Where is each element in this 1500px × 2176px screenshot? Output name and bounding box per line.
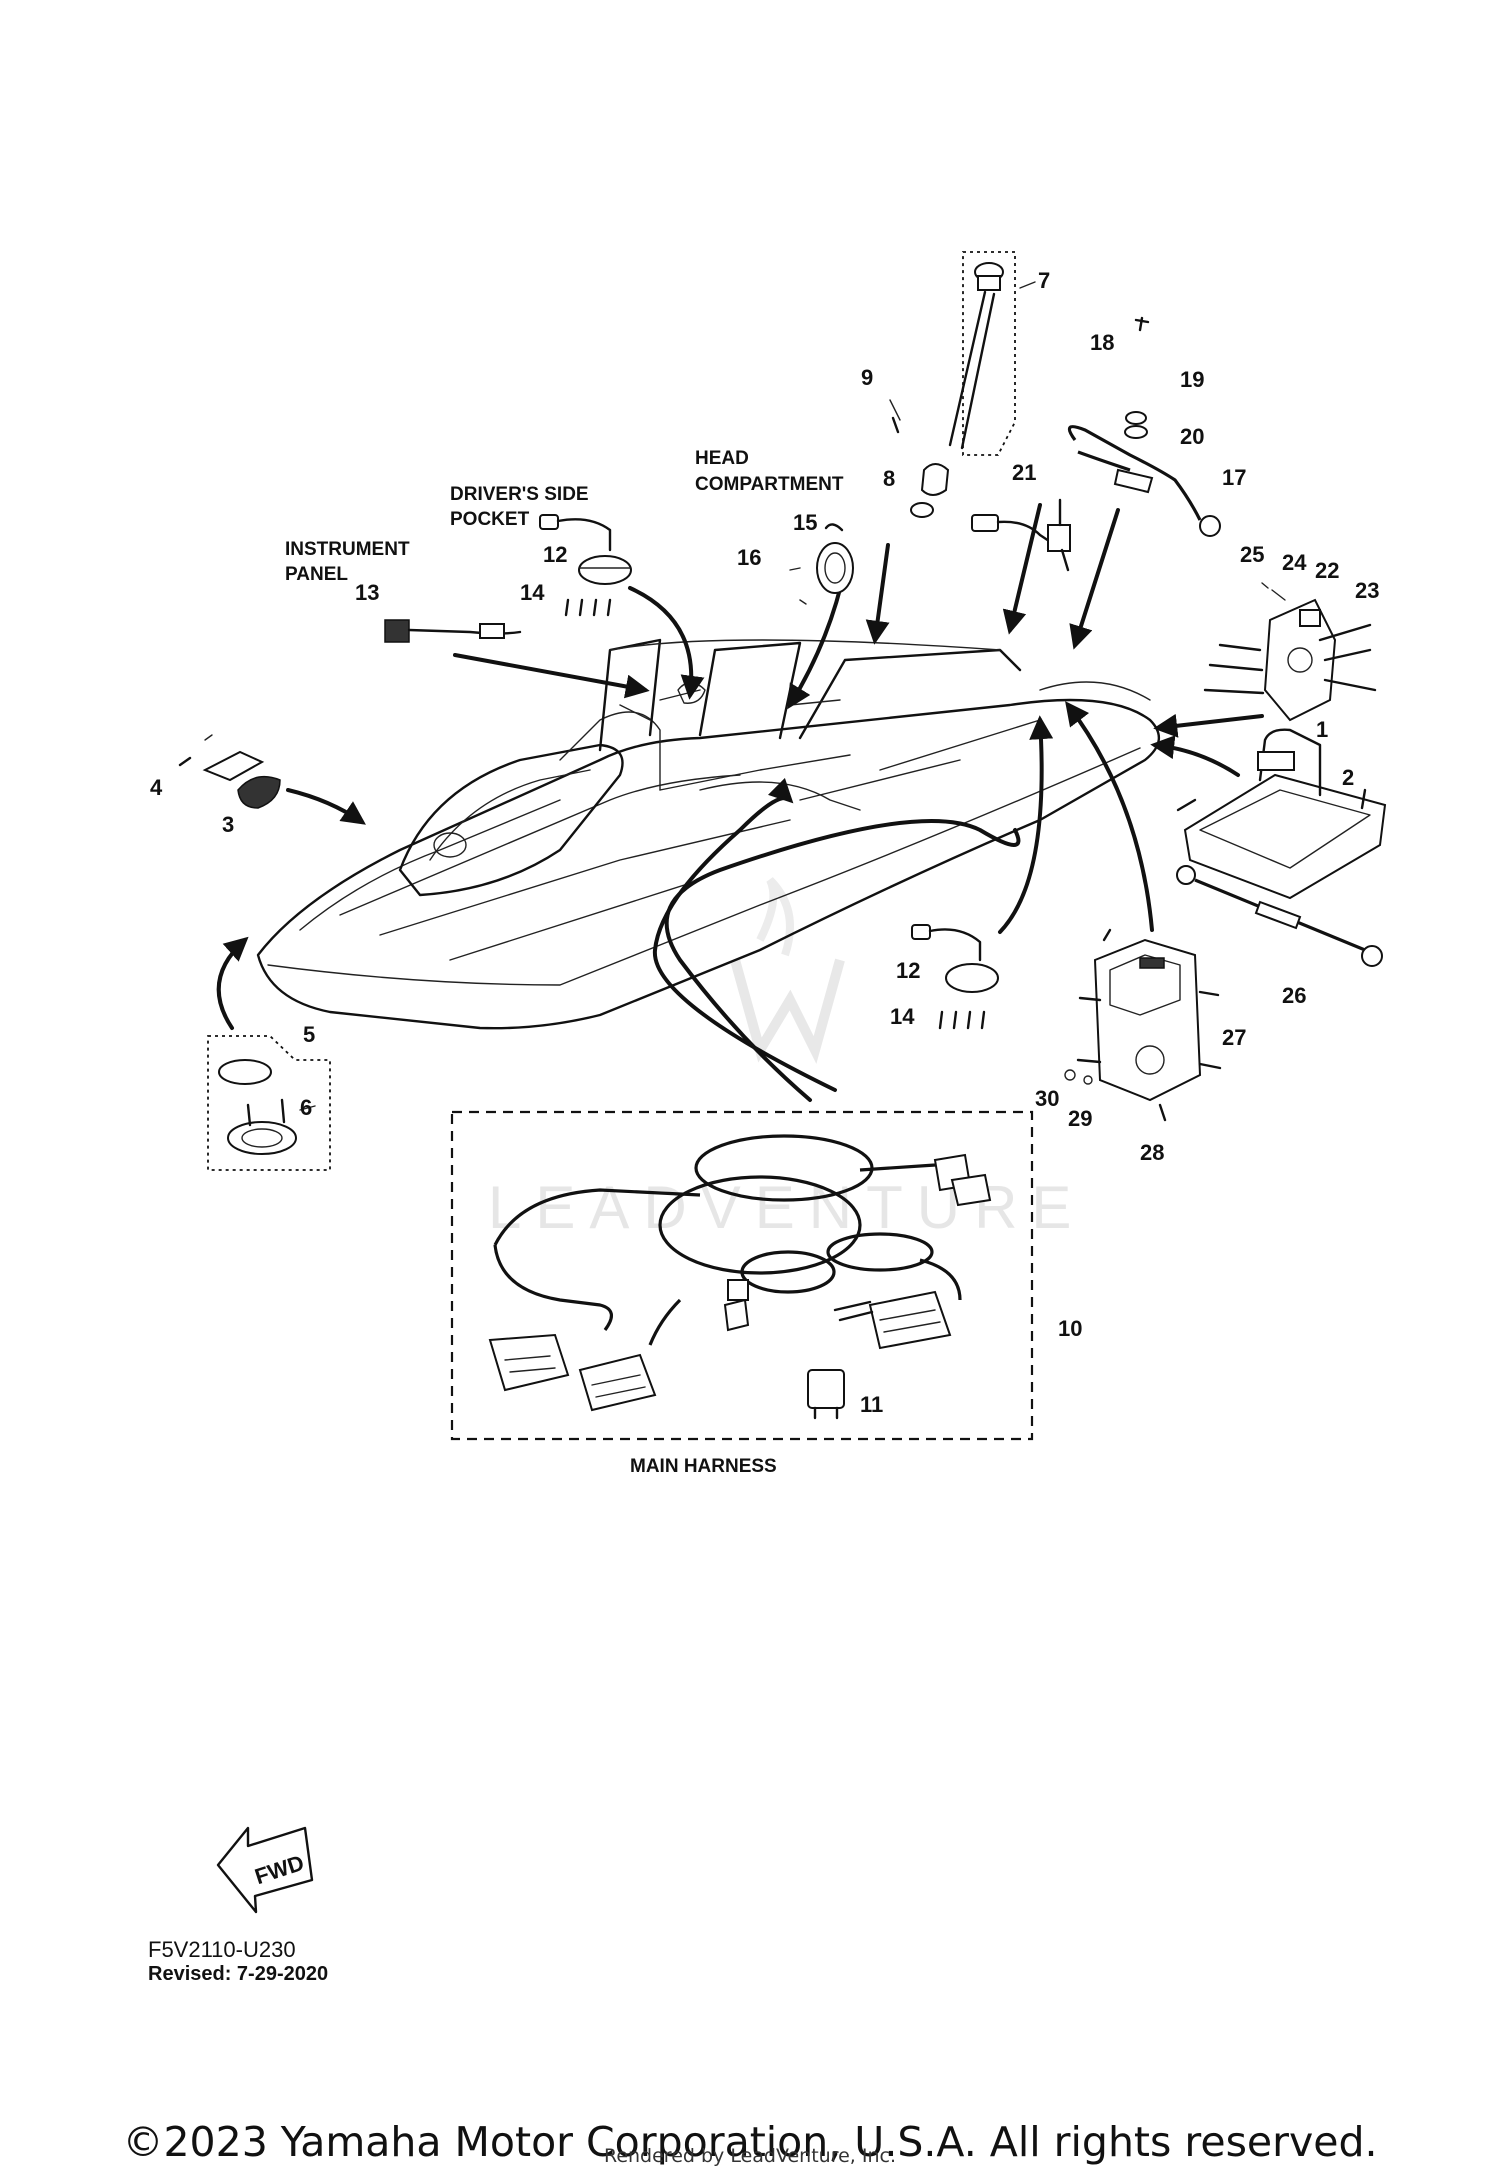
callout-24: 24 bbox=[1282, 550, 1307, 575]
callout-12-lower: 12 bbox=[896, 958, 920, 983]
callout-30: 30 bbox=[1035, 1086, 1059, 1111]
callout-23: 23 bbox=[1355, 578, 1379, 603]
part-15-16 bbox=[789, 523, 854, 605]
callout-26: 26 bbox=[1282, 983, 1306, 1008]
part-12-14-upper bbox=[539, 514, 632, 617]
part-12-14-lower bbox=[911, 924, 999, 1030]
callout-22: 22 bbox=[1315, 558, 1339, 583]
callout-numbers: 1 2 3 4 5 6 7 8 9 10 11 12 12 13 14 14 1… bbox=[150, 268, 1379, 1417]
callout-28: 28 bbox=[1140, 1140, 1164, 1165]
label-instrument-panel-1: INSTRUMENT bbox=[285, 539, 410, 560]
callout-21: 21 bbox=[1012, 460, 1036, 485]
diagram-code: F5V2110-U230 bbox=[148, 1937, 296, 1962]
callout-29: 29 bbox=[1068, 1106, 1092, 1131]
part-8-9 bbox=[889, 399, 950, 518]
boat-hull bbox=[256, 638, 1160, 1030]
fwd-arrow-icon: FWD bbox=[216, 1826, 314, 1914]
part-1-2-batterybox bbox=[1176, 728, 1387, 900]
callout-5: 5 bbox=[303, 1022, 315, 1047]
part-5-6-group bbox=[207, 1035, 331, 1171]
callout-13: 13 bbox=[355, 580, 379, 605]
part-21-sensor bbox=[971, 498, 1071, 572]
callout-7: 7 bbox=[1038, 268, 1050, 293]
label-instrument-panel-2: PANEL bbox=[285, 564, 348, 585]
label-drivers-pocket-2: POCKET bbox=[450, 509, 530, 530]
part-22-25-fusebox bbox=[1203, 582, 1377, 722]
callout-25: 25 bbox=[1240, 542, 1264, 567]
part-7-group bbox=[948, 251, 1036, 456]
watermark-logo: LEADVENTURE bbox=[488, 877, 1085, 1241]
label-drivers-pocket-1: DRIVER'S SIDE bbox=[450, 484, 589, 505]
callout-2: 2 bbox=[1342, 765, 1354, 790]
area-labels: INSTRUMENT PANEL DRIVER'S SIDE POCKET HE… bbox=[285, 448, 844, 1477]
callout-9: 9 bbox=[861, 365, 873, 390]
callout-20: 20 bbox=[1180, 424, 1204, 449]
main-harness-group bbox=[450, 1110, 1034, 1441]
leader-arrows bbox=[216, 503, 1264, 1102]
copyright-notice: ©2023 Yamaha Motor Corporation, U.S.A. A… bbox=[122, 2118, 1378, 2166]
callout-1: 1 bbox=[1316, 717, 1328, 742]
diagram-code-block: F5V2110-U230 Revised: 7-29-2020 bbox=[148, 1938, 328, 1986]
label-main-harness: MAIN HARNESS bbox=[630, 1456, 777, 1477]
label-head-compartment-1: HEAD bbox=[695, 448, 749, 469]
callout-12-upper: 12 bbox=[543, 542, 567, 567]
callout-4: 4 bbox=[150, 775, 163, 800]
callout-3: 3 bbox=[222, 812, 234, 837]
callout-14-lower: 14 bbox=[890, 1004, 915, 1029]
callout-18: 18 bbox=[1090, 330, 1114, 355]
callout-10: 10 bbox=[1058, 1316, 1082, 1341]
watermark-text: LEADVENTURE bbox=[488, 1174, 1085, 1241]
callout-17: 17 bbox=[1222, 465, 1246, 490]
rendered-by: Rendered by LeadVenture, Inc. bbox=[603, 2145, 897, 2167]
callout-27: 27 bbox=[1222, 1025, 1246, 1050]
callout-19: 19 bbox=[1180, 367, 1204, 392]
callout-6: 6 bbox=[300, 1095, 312, 1120]
part-26-cable bbox=[1176, 865, 1383, 967]
callout-15: 15 bbox=[793, 510, 817, 535]
revised-date: Revised: 7-29-2020 bbox=[148, 1963, 329, 1985]
label-head-compartment-2: COMPARTMENT bbox=[695, 474, 844, 495]
callout-16: 16 bbox=[737, 545, 761, 570]
callout-11: 11 bbox=[860, 1392, 883, 1417]
callout-14-upper: 14 bbox=[520, 580, 545, 605]
part-13-harness bbox=[384, 619, 522, 643]
callout-8: 8 bbox=[883, 466, 895, 491]
part-27-30-ecu bbox=[1064, 928, 1222, 1122]
part-3-4 bbox=[178, 734, 281, 809]
part-17-20 bbox=[1067, 316, 1221, 537]
